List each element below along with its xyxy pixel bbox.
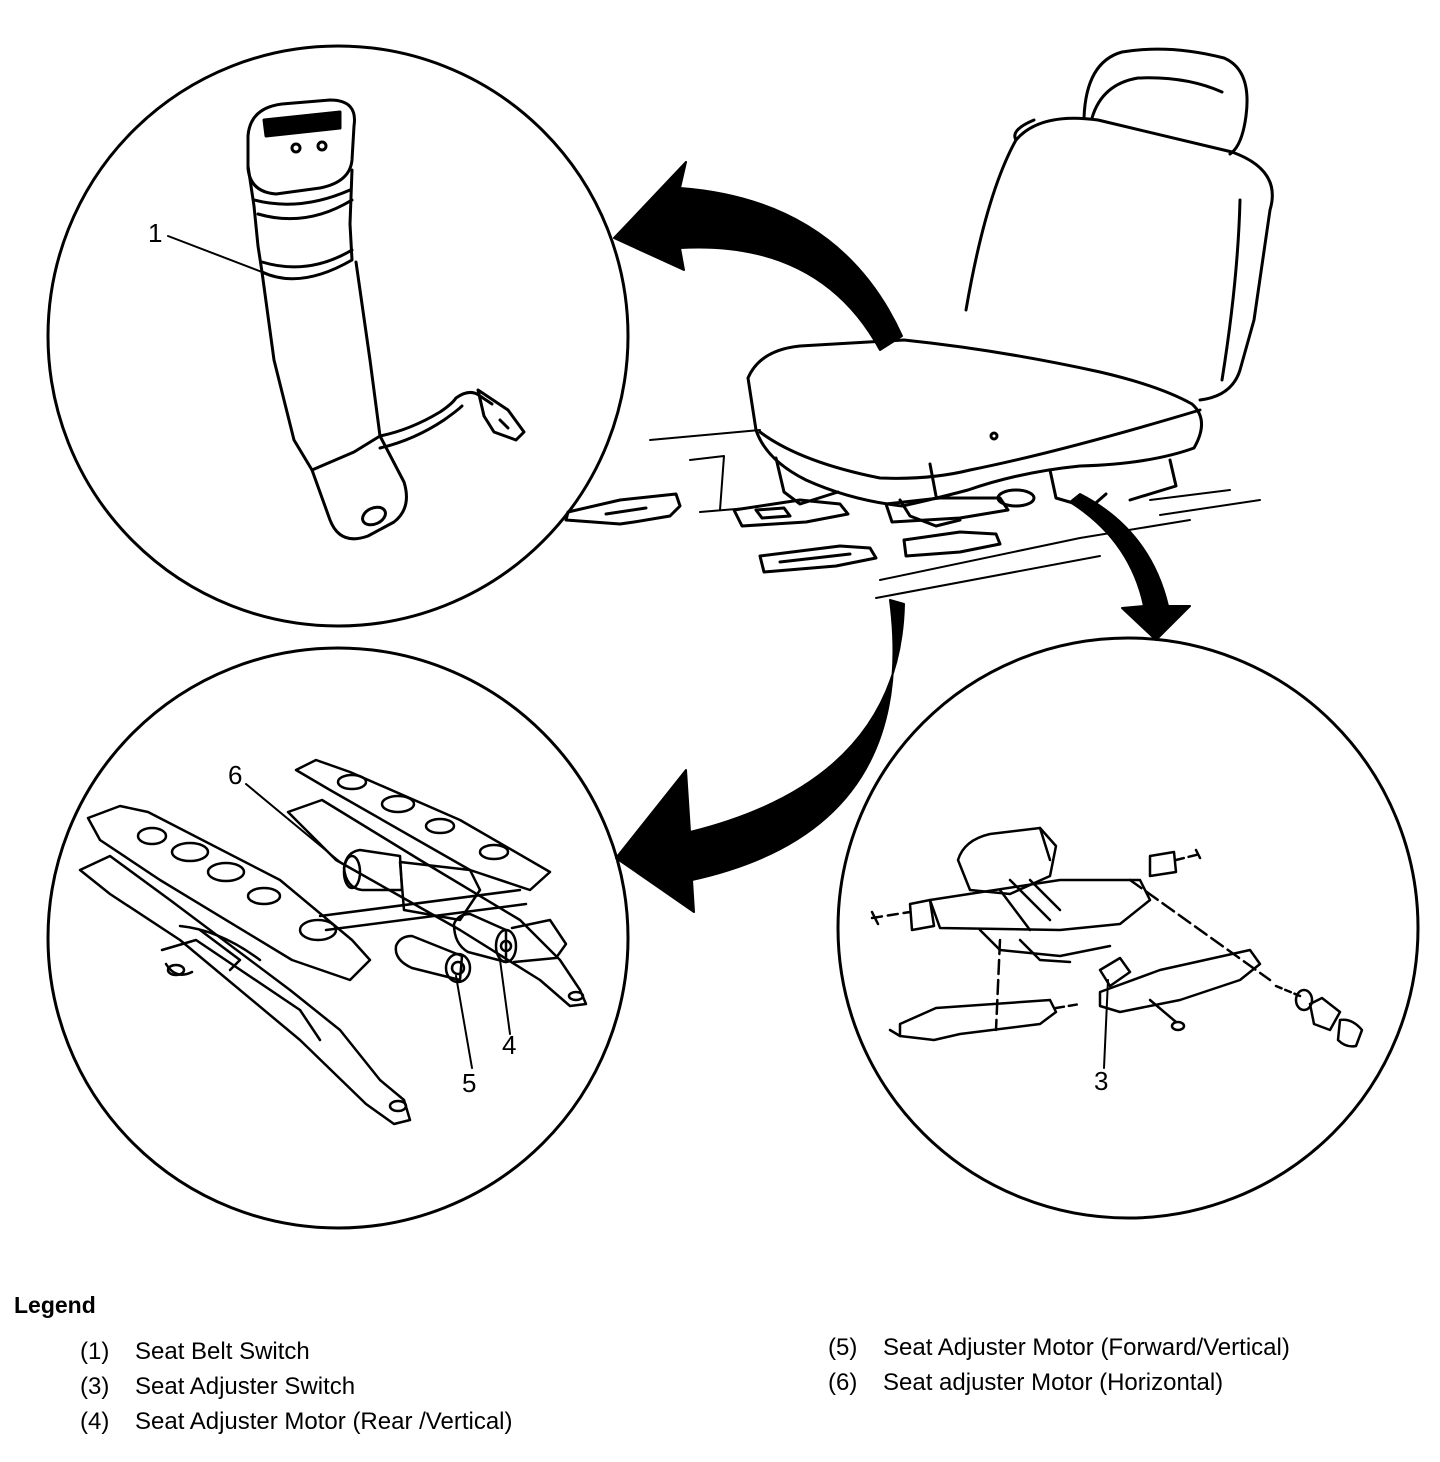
legend-column-right: (5) Seat Adjuster Motor (Forward/Vertica… [828, 1330, 1290, 1400]
legend-item-label: Seat Belt Switch [135, 1338, 310, 1365]
legend-title: Legend [14, 1292, 96, 1318]
arrows [613, 161, 1191, 913]
legend-item-number: (3) [80, 1373, 110, 1400]
callout-1: 1 [148, 218, 162, 248]
legend-item-label: Seat Adjuster Motor (Rear /Vertical) [135, 1408, 513, 1435]
legend-item-number: (6) [828, 1369, 858, 1396]
callout-3: 3 [1094, 1066, 1108, 1096]
legend-item-label: Seat Adjuster Switch [135, 1373, 356, 1400]
detail-circle-seat-belt [46, 44, 630, 628]
legend-item: (5) Seat Adjuster Motor (Forward/Vertica… [828, 1330, 1290, 1365]
legend-item-label: Seat adjuster Motor (Horizontal) [883, 1369, 1224, 1396]
seat [564, 47, 1274, 599]
legend: Legend (1) Seat Belt Switch (3) Seat Adj… [0, 1280, 1440, 1462]
legend-item-label: Seat Adjuster Motor (Forward/Vertical) [883, 1334, 1290, 1361]
seat-component-diagram: 1 6 5 4 3 [46, 44, 1420, 1230]
legend-item-number: (5) [828, 1334, 858, 1361]
callout-6: 6 [228, 760, 242, 790]
detail-circle-seat-track [46, 646, 630, 1230]
legend-column-left: (1) Seat Belt Switch (3) Seat Adjuster S… [80, 1334, 512, 1439]
detail-circle-adjuster-switch [836, 636, 1420, 1220]
callout-4: 4 [502, 1030, 516, 1060]
seat-track-assembly [78, 758, 588, 1126]
legend-item: (1) Seat Belt Switch [80, 1334, 512, 1369]
legend-item: (4) Seat Adjuster Motor (Rear /Vertical) [80, 1404, 512, 1439]
legend-item: (3) Seat Adjuster Switch [80, 1369, 512, 1404]
callout-5: 5 [462, 1068, 476, 1098]
adjuster-switch-assembly [870, 826, 1364, 1069]
legend-item-number: (1) [80, 1338, 110, 1365]
legend-item-number: (4) [80, 1408, 110, 1435]
legend-item: (6) Seat adjuster Motor (Horizontal) [828, 1365, 1290, 1400]
seat-belt-buckle [246, 98, 526, 541]
callout-leader-1 [167, 235, 263, 273]
